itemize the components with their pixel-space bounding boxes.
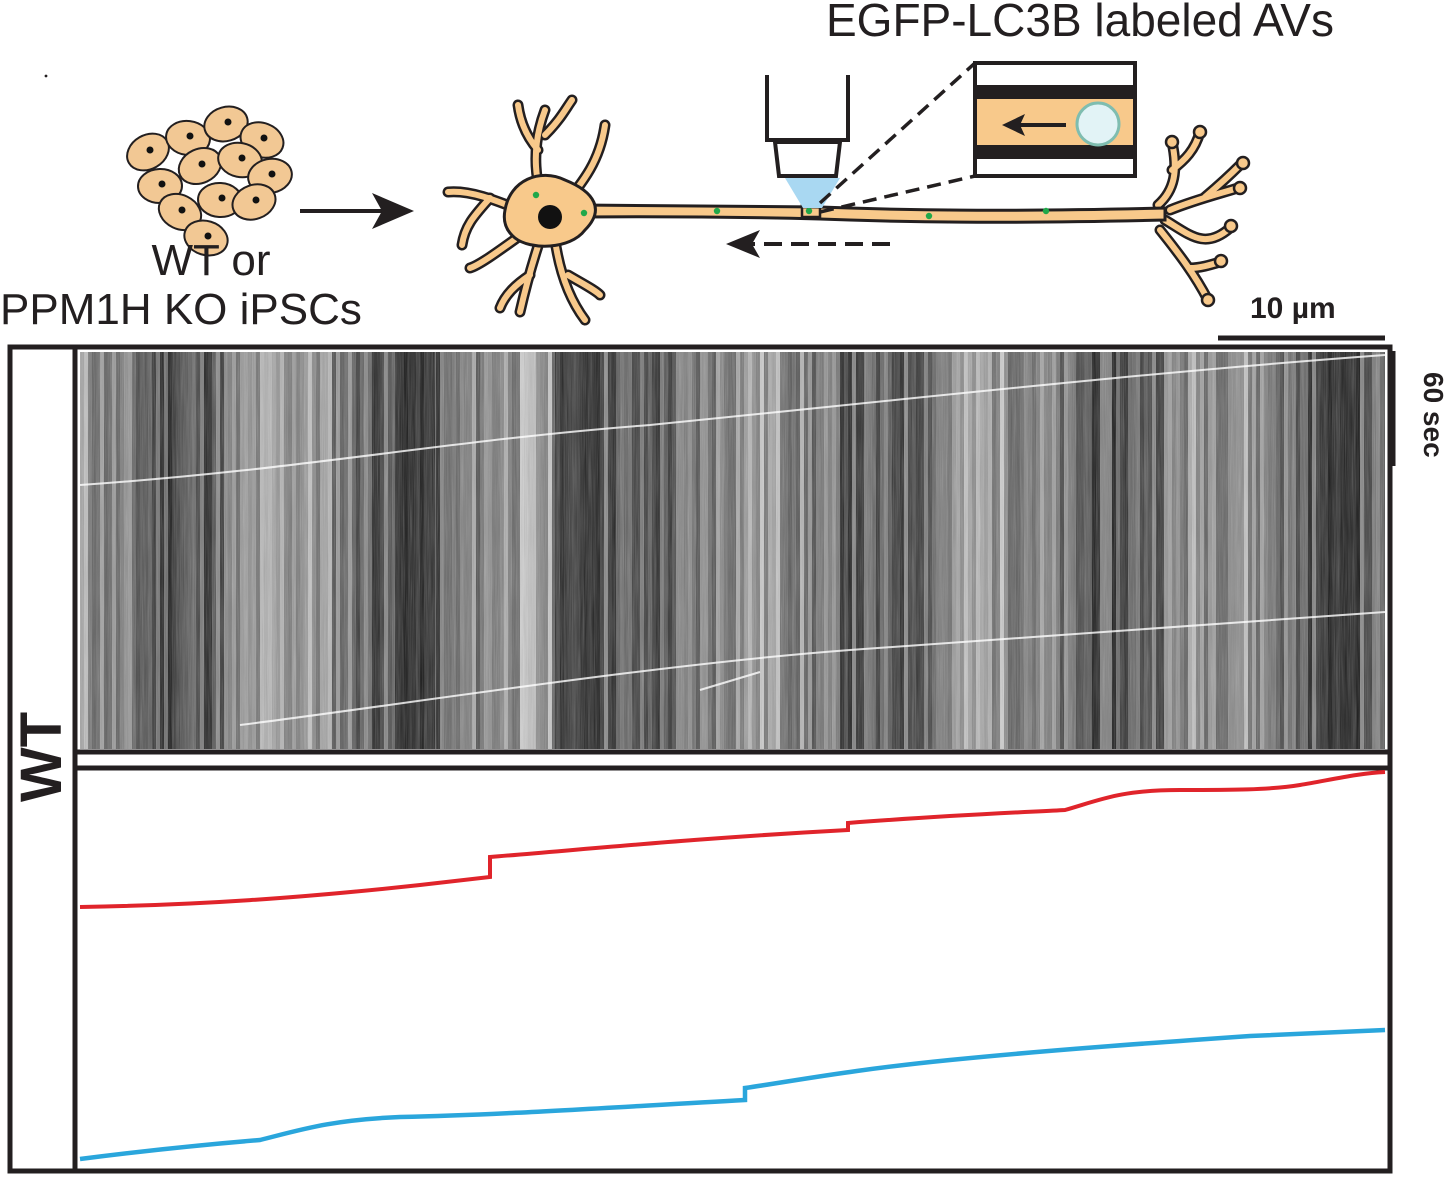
trace-blue xyxy=(79,1027,1386,1162)
cell-nucleus xyxy=(224,118,232,126)
stem-cell-cluster-icon xyxy=(126,105,293,257)
dashed-arrow-left-icon xyxy=(726,230,890,258)
cell-nucleus xyxy=(198,160,206,168)
figure-title: EGFP-LC3B labeled AVs xyxy=(826,0,1334,46)
cell-nucleus xyxy=(158,180,166,188)
cell-nucleus xyxy=(146,146,154,154)
cell-nucleus xyxy=(178,206,186,214)
trace-red xyxy=(79,770,1386,909)
cell-condition-line1: WT or xyxy=(151,236,271,285)
trace-panel xyxy=(79,770,1386,1162)
kymograph-image xyxy=(80,352,1385,749)
distance-scale-label: 10 µm xyxy=(1250,292,1336,325)
cell-condition-line2: PPM1H KO iPSCs xyxy=(0,285,362,334)
group-label: WT xyxy=(9,711,74,802)
panel-frame xyxy=(7,344,1393,1174)
cell-nucleus xyxy=(260,134,268,142)
cell-nucleus xyxy=(268,170,276,178)
axon-zoom-inset-icon xyxy=(818,61,1137,214)
arrow-right-icon xyxy=(300,193,414,229)
objective-lens-icon xyxy=(765,75,850,208)
cell-nucleus xyxy=(218,194,226,202)
cell-nucleus xyxy=(252,196,260,204)
cell-nucleus xyxy=(204,232,212,240)
cell-nucleus xyxy=(238,154,246,162)
cell-nucleus xyxy=(186,132,194,140)
neuron-icon xyxy=(442,94,1251,326)
time-scale-label: 60 sec xyxy=(1418,372,1446,458)
